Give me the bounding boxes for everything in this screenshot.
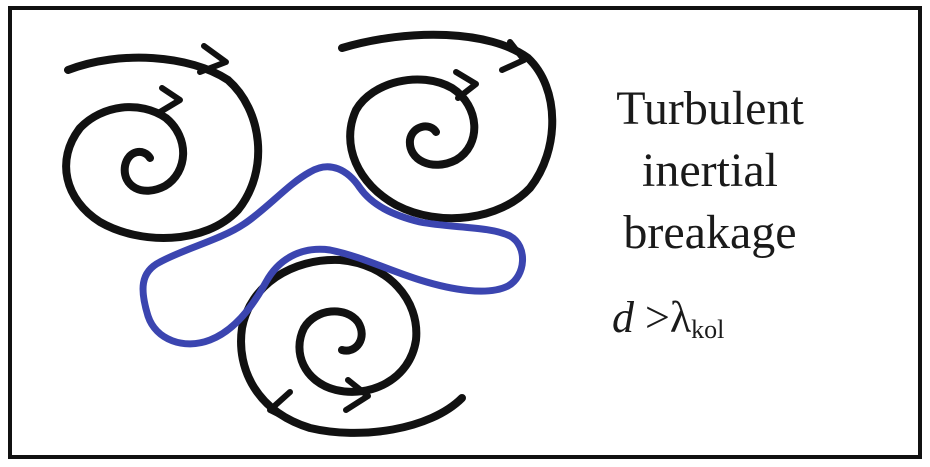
arrowhead [200,46,226,72]
eddy-spiral-top-center [342,35,552,218]
arrowhead [456,72,476,98]
caption-line-3: breakage [590,202,830,264]
eddy-spiral-top-left [66,46,258,238]
caption-line-2: inertial [590,140,830,202]
arrowhead [160,88,180,112]
droplet-outline [143,167,523,344]
caption: Turbulent inertial breakage [590,78,830,264]
arrowhead [270,392,294,422]
formula-symbol: λ [670,293,691,342]
formula-subscript: kol [691,315,724,344]
caption-line-1: Turbulent [590,78,830,140]
formula-operator: > [645,293,670,342]
eddy-spiral-path [66,58,258,238]
size-condition-formula: d >λkol [612,292,724,345]
formula-variable: d [612,293,634,342]
